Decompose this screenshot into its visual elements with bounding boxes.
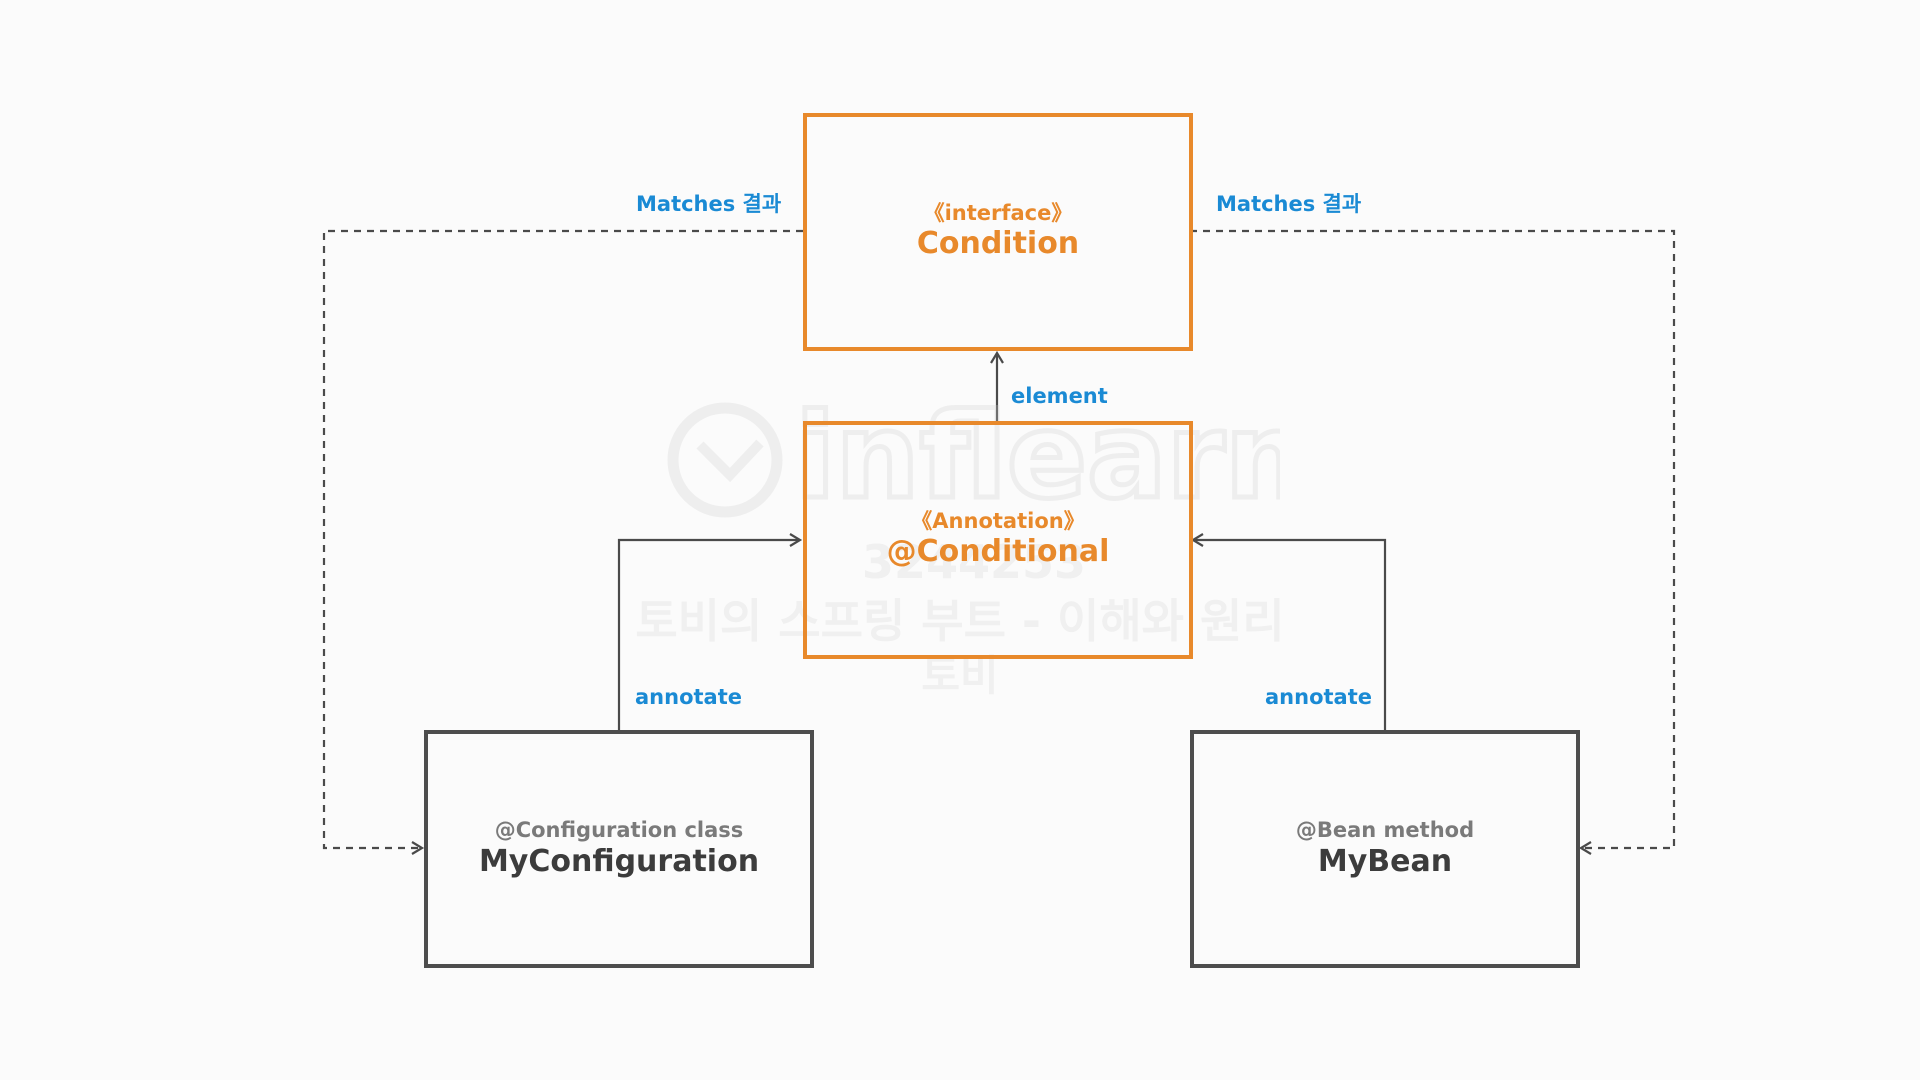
svg-text:inflearn: inflearn [795,395,1280,525]
annotate-left-connector [617,533,803,730]
my-bean-stereotype: @Bean method [1295,817,1475,842]
my-bean-box: @Bean method MyBean [1190,730,1580,968]
matches-right-connector [1190,229,1676,855]
conditional-annotation-box: 《Annotation》 @Conditional [803,421,1193,659]
condition-interface-box: 《interface》 Condition [803,113,1193,351]
watermark-author: 토비 [921,651,999,700]
matches-left-connector [322,229,803,855]
watermark-code: 3244253 [862,535,1087,589]
conditional-stereotype: 《Annotation》 [911,509,1085,534]
annotate-right-label: annotate [1265,685,1372,709]
conditional-name: @Conditional [886,533,1110,569]
watermark-course: 토비의 스프링 부트 - 이해와 원리 [635,594,1285,648]
inflearn-watermark-logo: inflearn [667,395,1280,525]
my-configuration-stereotype: @Configuration class [494,817,744,842]
condition-name: Condition [916,225,1080,261]
element-label: element [1011,384,1108,408]
annotate-left-label: annotate [635,685,742,709]
annotate-right-connector [1190,533,1387,730]
my-configuration-box: @Configuration class MyConfiguration [424,730,814,968]
my-bean-name: MyBean [1317,843,1453,879]
condition-stereotype: 《interface》 [923,201,1073,226]
matches-right-label: Matches 결과 [1216,192,1362,216]
my-configuration-name: MyConfiguration [478,843,760,879]
matches-left-label: Matches 결과 [636,192,782,216]
